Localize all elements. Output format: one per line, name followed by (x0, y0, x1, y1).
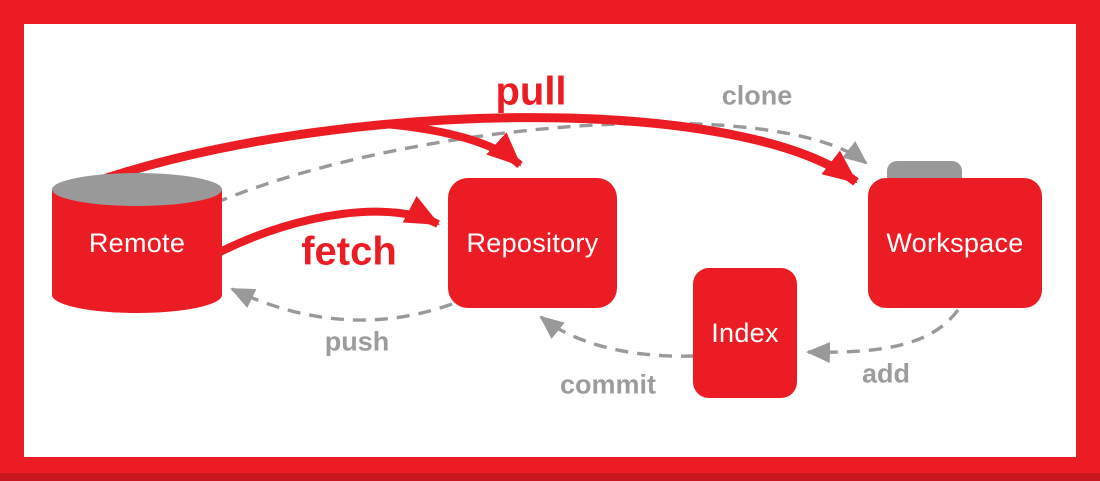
fetch-label: fetch (301, 229, 397, 274)
pull-branch-arrow (384, 120, 523, 169)
repository-label: Repository (466, 227, 599, 258)
add-label: add (861, 358, 911, 389)
commit-arrow (539, 315, 695, 358)
commit-label: commit (559, 369, 657, 400)
bottom-edge-shade (0, 473, 1100, 481)
push-arrow (230, 287, 453, 322)
workspace-label: Workspace (886, 227, 1024, 258)
remote-cylinder-top (52, 173, 222, 206)
remote-label: Remote (88, 227, 186, 258)
pull-label: pull (495, 69, 567, 114)
index-label: Index (711, 317, 779, 348)
push-label: push (324, 326, 390, 357)
pull-arrow (90, 113, 859, 188)
remote-cylinder-body (52, 189, 222, 313)
node-repository: Repository (448, 178, 617, 308)
add-arrow (806, 308, 960, 364)
clone-arrow (214, 121, 868, 205)
fetch-arrow (218, 195, 440, 256)
node-workspace: Workspace (868, 161, 1042, 308)
node-remote: Remote (52, 173, 222, 313)
node-index: Index (693, 268, 797, 398)
clone-label: clone (721, 80, 793, 111)
workspace-folder-body (868, 178, 1042, 308)
